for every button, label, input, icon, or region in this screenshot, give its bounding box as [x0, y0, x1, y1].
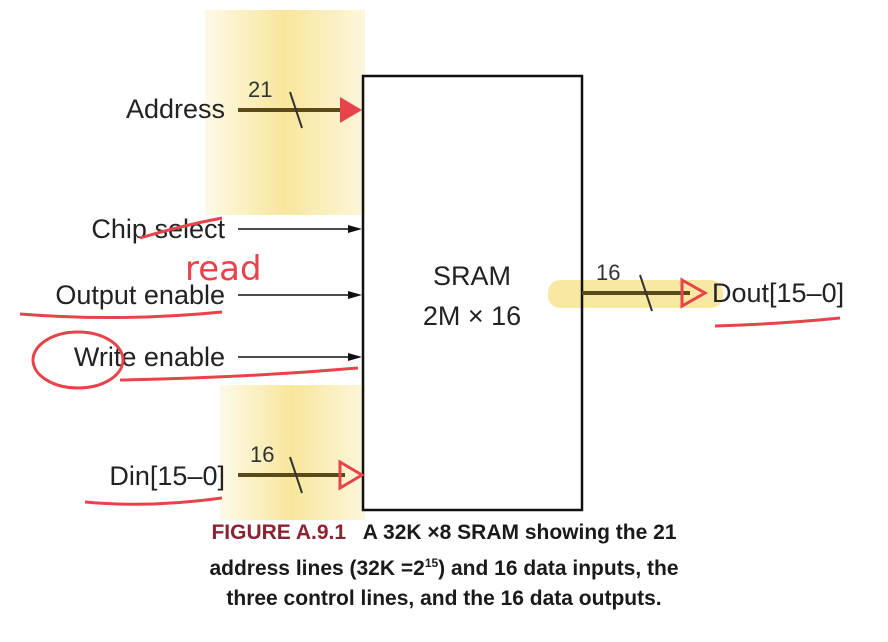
- address-width: 21: [248, 77, 272, 102]
- dout-label: Dout[15–0]: [712, 278, 844, 308]
- highlight-address: [205, 10, 365, 215]
- caption-superscript: 15: [424, 556, 439, 570]
- figure-number: FIGURE A.9.1: [211, 521, 347, 544]
- chip-select-label: Chip select: [91, 214, 225, 244]
- din-width: 16: [250, 442, 274, 467]
- figure-caption: FIGURE A.9.1 A 32K ×8 SRAM showing the 2…: [0, 518, 888, 614]
- address-arrow: [340, 97, 362, 123]
- din-label: Din[15–0]: [109, 461, 225, 491]
- output-enable-label: Output enable: [55, 280, 225, 310]
- write-enable-label: Write enable: [74, 342, 225, 372]
- caption-line-1: A 32K ×8 SRAM showing the 21: [362, 521, 677, 544]
- sram-title: SRAM: [433, 261, 511, 291]
- caption-line-3: three control lines, and the 16 data out…: [226, 587, 662, 610]
- caption-line-2a: address lines (32K =2: [209, 557, 425, 580]
- caption-line-2b: ) and 16 data inputs, the: [438, 557, 679, 580]
- highlight-din: [220, 385, 365, 520]
- dout-width: 16: [596, 260, 620, 285]
- read-annotation: read: [185, 249, 262, 289]
- address-label: Address: [126, 94, 225, 124]
- sram-size: 2M × 16: [423, 301, 521, 331]
